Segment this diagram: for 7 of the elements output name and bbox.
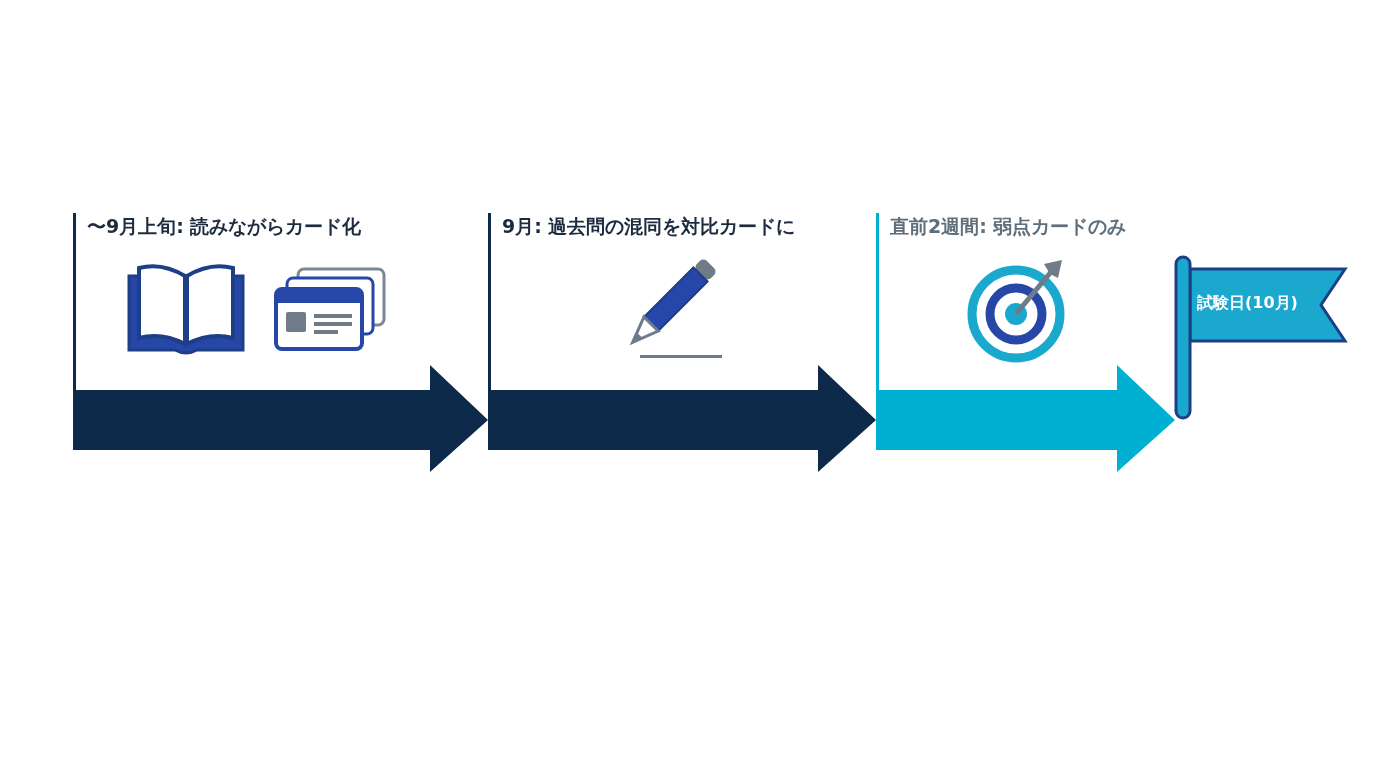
phase-heading: 〜9月上旬: 読みながらカード化 (87, 214, 362, 239)
timeline-arrow (488, 365, 876, 472)
timeline-arrow (876, 365, 1175, 472)
timeline-arrow (73, 365, 488, 472)
phase-heading: 直前2週間: 弱点カードのみ (890, 214, 1127, 239)
flag-label: 試験日(10月) (1197, 293, 1298, 314)
phase-heading: 9月: 過去問の混同を対比カードに (502, 214, 796, 239)
